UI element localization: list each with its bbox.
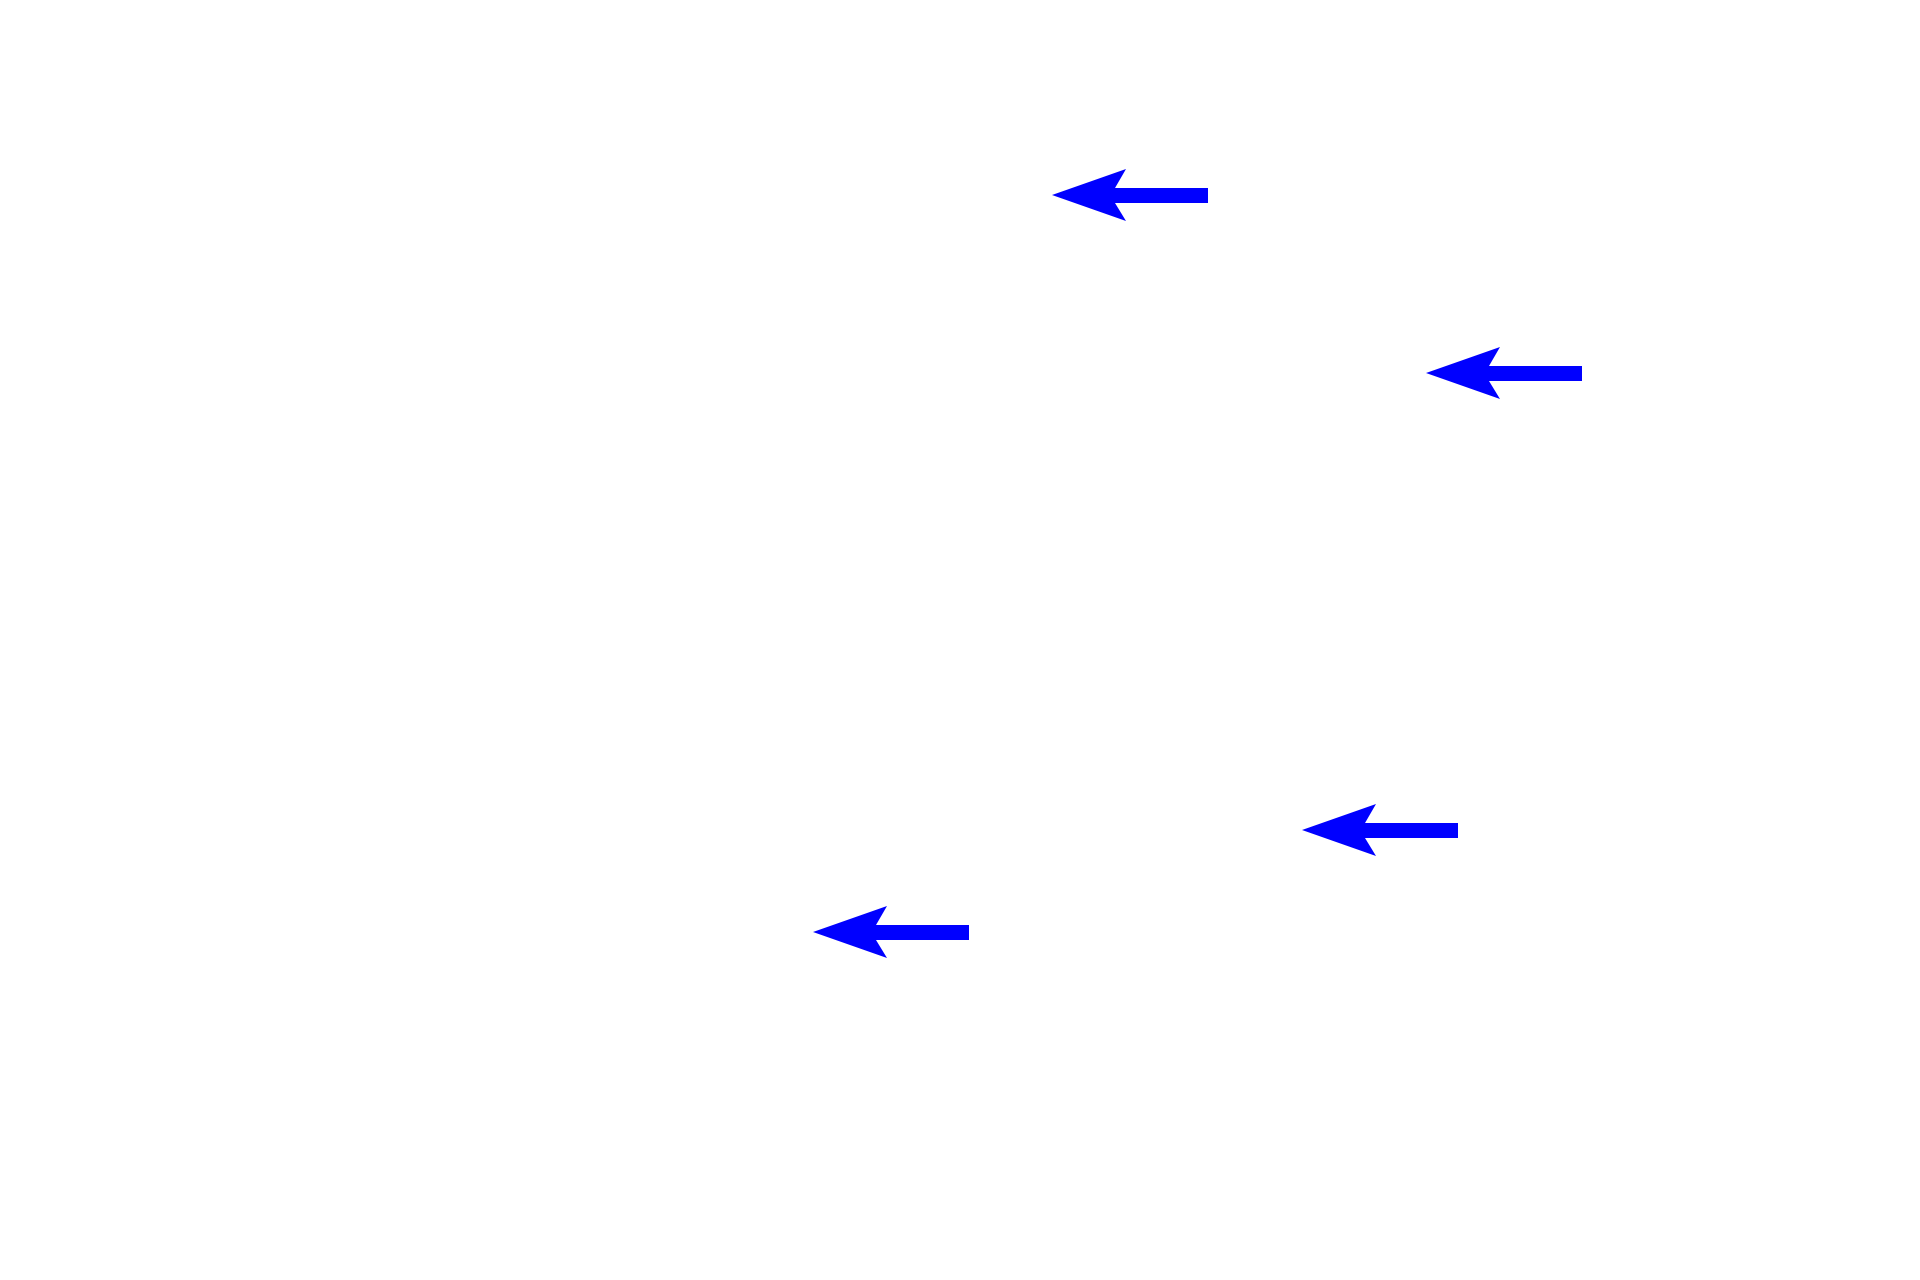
arrow-left-icon	[1052, 169, 1208, 221]
arrow-left-icon	[813, 906, 969, 958]
arrow-left-icon	[1426, 347, 1582, 399]
arrow-left-icon	[1302, 804, 1458, 856]
